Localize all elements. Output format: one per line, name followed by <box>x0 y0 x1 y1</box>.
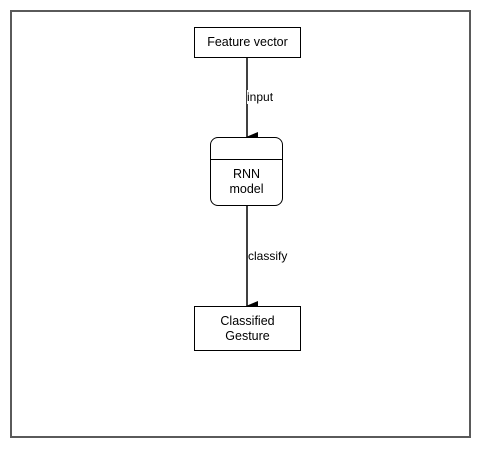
node-feature-vector-label: Feature vector <box>207 35 288 49</box>
edge-label-input: input <box>247 90 274 104</box>
node-rnn-model[interactable]: RNN model <box>210 137 283 206</box>
edge-label-classify: classify <box>248 249 288 263</box>
node-rnn-model-line2: model <box>229 182 264 196</box>
node-rnn-model-line1: RNN <box>232 167 261 181</box>
node-feature-vector[interactable]: Feature vector <box>194 27 301 58</box>
node-classified-gesture[interactable]: Classified Gesture <box>194 306 301 351</box>
diagram-frame <box>10 10 471 438</box>
node-classified-gesture-line1: Classified <box>220 313 275 328</box>
node-classified-gesture-line2: Gesture <box>225 328 270 343</box>
node-rnn-model-header <box>211 138 282 160</box>
node-rnn-model-body: RNN model <box>211 160 282 204</box>
